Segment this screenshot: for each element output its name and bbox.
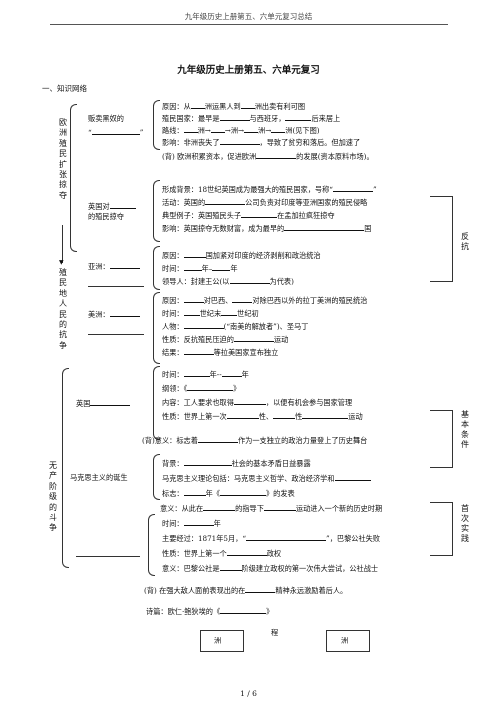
commune-spirit: (背) 在强大敌人面前表现出的在精神永远激励着后人。 xyxy=(144,586,348,595)
britain-label-b: 的殖民掠夺 xyxy=(88,212,124,221)
arrow-down-icon: ▼ xyxy=(59,259,64,266)
commune-significance: 意义：巴黎公社是阶级建立政权的第一次伟大尝试，公社战士 xyxy=(162,564,379,573)
slave-route: 路线：洲→→洲→洲→洲(见下图) xyxy=(162,126,320,135)
asia-label: 亚洲： xyxy=(88,260,140,272)
slave-label-quote: “” xyxy=(88,128,144,137)
chartism-content: 内容：工人要求也取得，以便有机会参与国家管理 xyxy=(162,398,353,407)
britain-example: 典型例子：英国殖民头子在孟加拉疯狂掠夺 xyxy=(162,211,335,220)
america-result: 结果：等拉美国家宣布独立 xyxy=(162,348,279,357)
arrow-line xyxy=(62,225,63,263)
page-title: 九年级历史上册第五、六单元复习 xyxy=(177,65,320,76)
america-blank xyxy=(88,334,144,335)
marxism-theory: 马克思主义理论包括：马克思主义哲学、政治经济学和 xyxy=(162,472,371,484)
asia-cause: 原因：国加紧对印度的经济剥削和政治统治 xyxy=(162,251,321,260)
brace-chartism xyxy=(153,366,160,440)
brace-slave xyxy=(153,100,160,150)
brace-marxism xyxy=(153,454,160,500)
map-label-right: 洲 xyxy=(341,636,349,645)
america-cause: 原因：对巴西、对除巴西以外的拉丁美洲的殖民统治 xyxy=(162,296,368,305)
page-header: 九年级历史上册第五、六单元复习总结 xyxy=(184,12,313,21)
brace-commune xyxy=(148,514,155,576)
britain-label-a: 英国对 xyxy=(88,200,136,212)
britain-impact: 影响：英国掠夺无数财富，成为最早的国 xyxy=(162,224,372,233)
chartism-nature: 性质：世界上第一次性、性运动 xyxy=(162,412,363,421)
marxism-label: 马克思主义的诞生 xyxy=(70,473,128,482)
commune-events: 主要经过：1871年5月，“”，巴黎公社失败 xyxy=(162,534,381,543)
brace-colonial xyxy=(70,104,77,252)
side-label-resist: 反抗 xyxy=(461,232,469,251)
commune-nature: 性质：世界上第一个政权 xyxy=(162,549,282,558)
brace-asia xyxy=(153,246,160,290)
chartism-time: 时间：年--年 xyxy=(162,370,249,379)
slave-label: 贩卖黑奴的 xyxy=(88,114,124,123)
commune-blank xyxy=(76,556,140,557)
america-label: 美洲： xyxy=(88,308,140,320)
america-time: 时间：世纪末世纪初 xyxy=(162,309,259,318)
page-number: 1 / 6 xyxy=(240,689,257,698)
brace-proletariat xyxy=(62,368,69,568)
poem-line: 诗篇：欧仁·鲍狄埃的《》 xyxy=(146,607,274,616)
base-bracket xyxy=(430,410,453,468)
vertical-label-colonial: 欧洲殖民扩张掠夺 xyxy=(59,118,67,200)
america-person: 人物：(“南美的解放者”)、圣马丁 xyxy=(162,322,309,331)
map-label-left: 洲 xyxy=(214,636,222,645)
section-heading: 一、知识网络 xyxy=(42,84,87,93)
brace-britain xyxy=(153,180,160,242)
britain-activity: 活动：英国的公司负责对印度等亚洲国家的殖民侵略 xyxy=(162,198,368,207)
chartism-label: 英国 xyxy=(76,397,131,409)
asia-blank xyxy=(88,286,144,287)
colonial-capital-note: (背) 欧洲积累资本，促进欧洲的发展(资本原料市场)。 xyxy=(162,152,374,161)
side-label-base: 基本条件 xyxy=(461,410,469,449)
chartism-significance: (背)意义：标志着作为一支独立的政治力量登上了历史舞台 xyxy=(142,436,368,445)
map-box-right xyxy=(326,630,370,652)
chartism-program: 纲领：《》 xyxy=(162,384,241,393)
marxism-symbol: 标志：年《》的发表 xyxy=(162,489,295,498)
slave-countries: 殖民国家：最早是与西班牙，后来居上 xyxy=(162,114,341,123)
resist-bracket xyxy=(430,196,453,282)
side-label-first: 首次实践 xyxy=(461,504,469,543)
map-label-mid: 程 xyxy=(271,628,279,637)
asia-time: 时间：年–年 xyxy=(162,264,238,273)
header-rule xyxy=(50,24,448,25)
marxism-significance: 意义：从此在的指导下运动进入一个新的历史时期 xyxy=(160,504,383,513)
vertical-label-proletariat: 无产阶级的斗争 xyxy=(49,461,57,533)
marxism-background: 背景：社会的基本矛盾日益暴露 xyxy=(162,459,311,468)
slave-cause: 原因：从洲运黑人到洲出卖有利可图 xyxy=(162,102,306,111)
america-nature: 性质：反抗殖民压迫的运动 xyxy=(162,335,289,344)
britain-background: 形成背景：18世纪英国成为最强大的殖民国家，号称“” xyxy=(162,185,377,194)
first-bracket xyxy=(430,502,453,556)
vertical-label-resistance: 殖民地人民的抗争 xyxy=(59,268,67,350)
map-box-left xyxy=(200,630,244,652)
commune-time: 时间：年 xyxy=(162,519,221,528)
slave-impact: 影响：非洲丧失了，导致了贫穷和落后。但加速了 xyxy=(162,138,361,147)
asia-leader: 领导人：封建王公(以为代表) xyxy=(162,277,294,286)
brace-america xyxy=(153,292,160,364)
